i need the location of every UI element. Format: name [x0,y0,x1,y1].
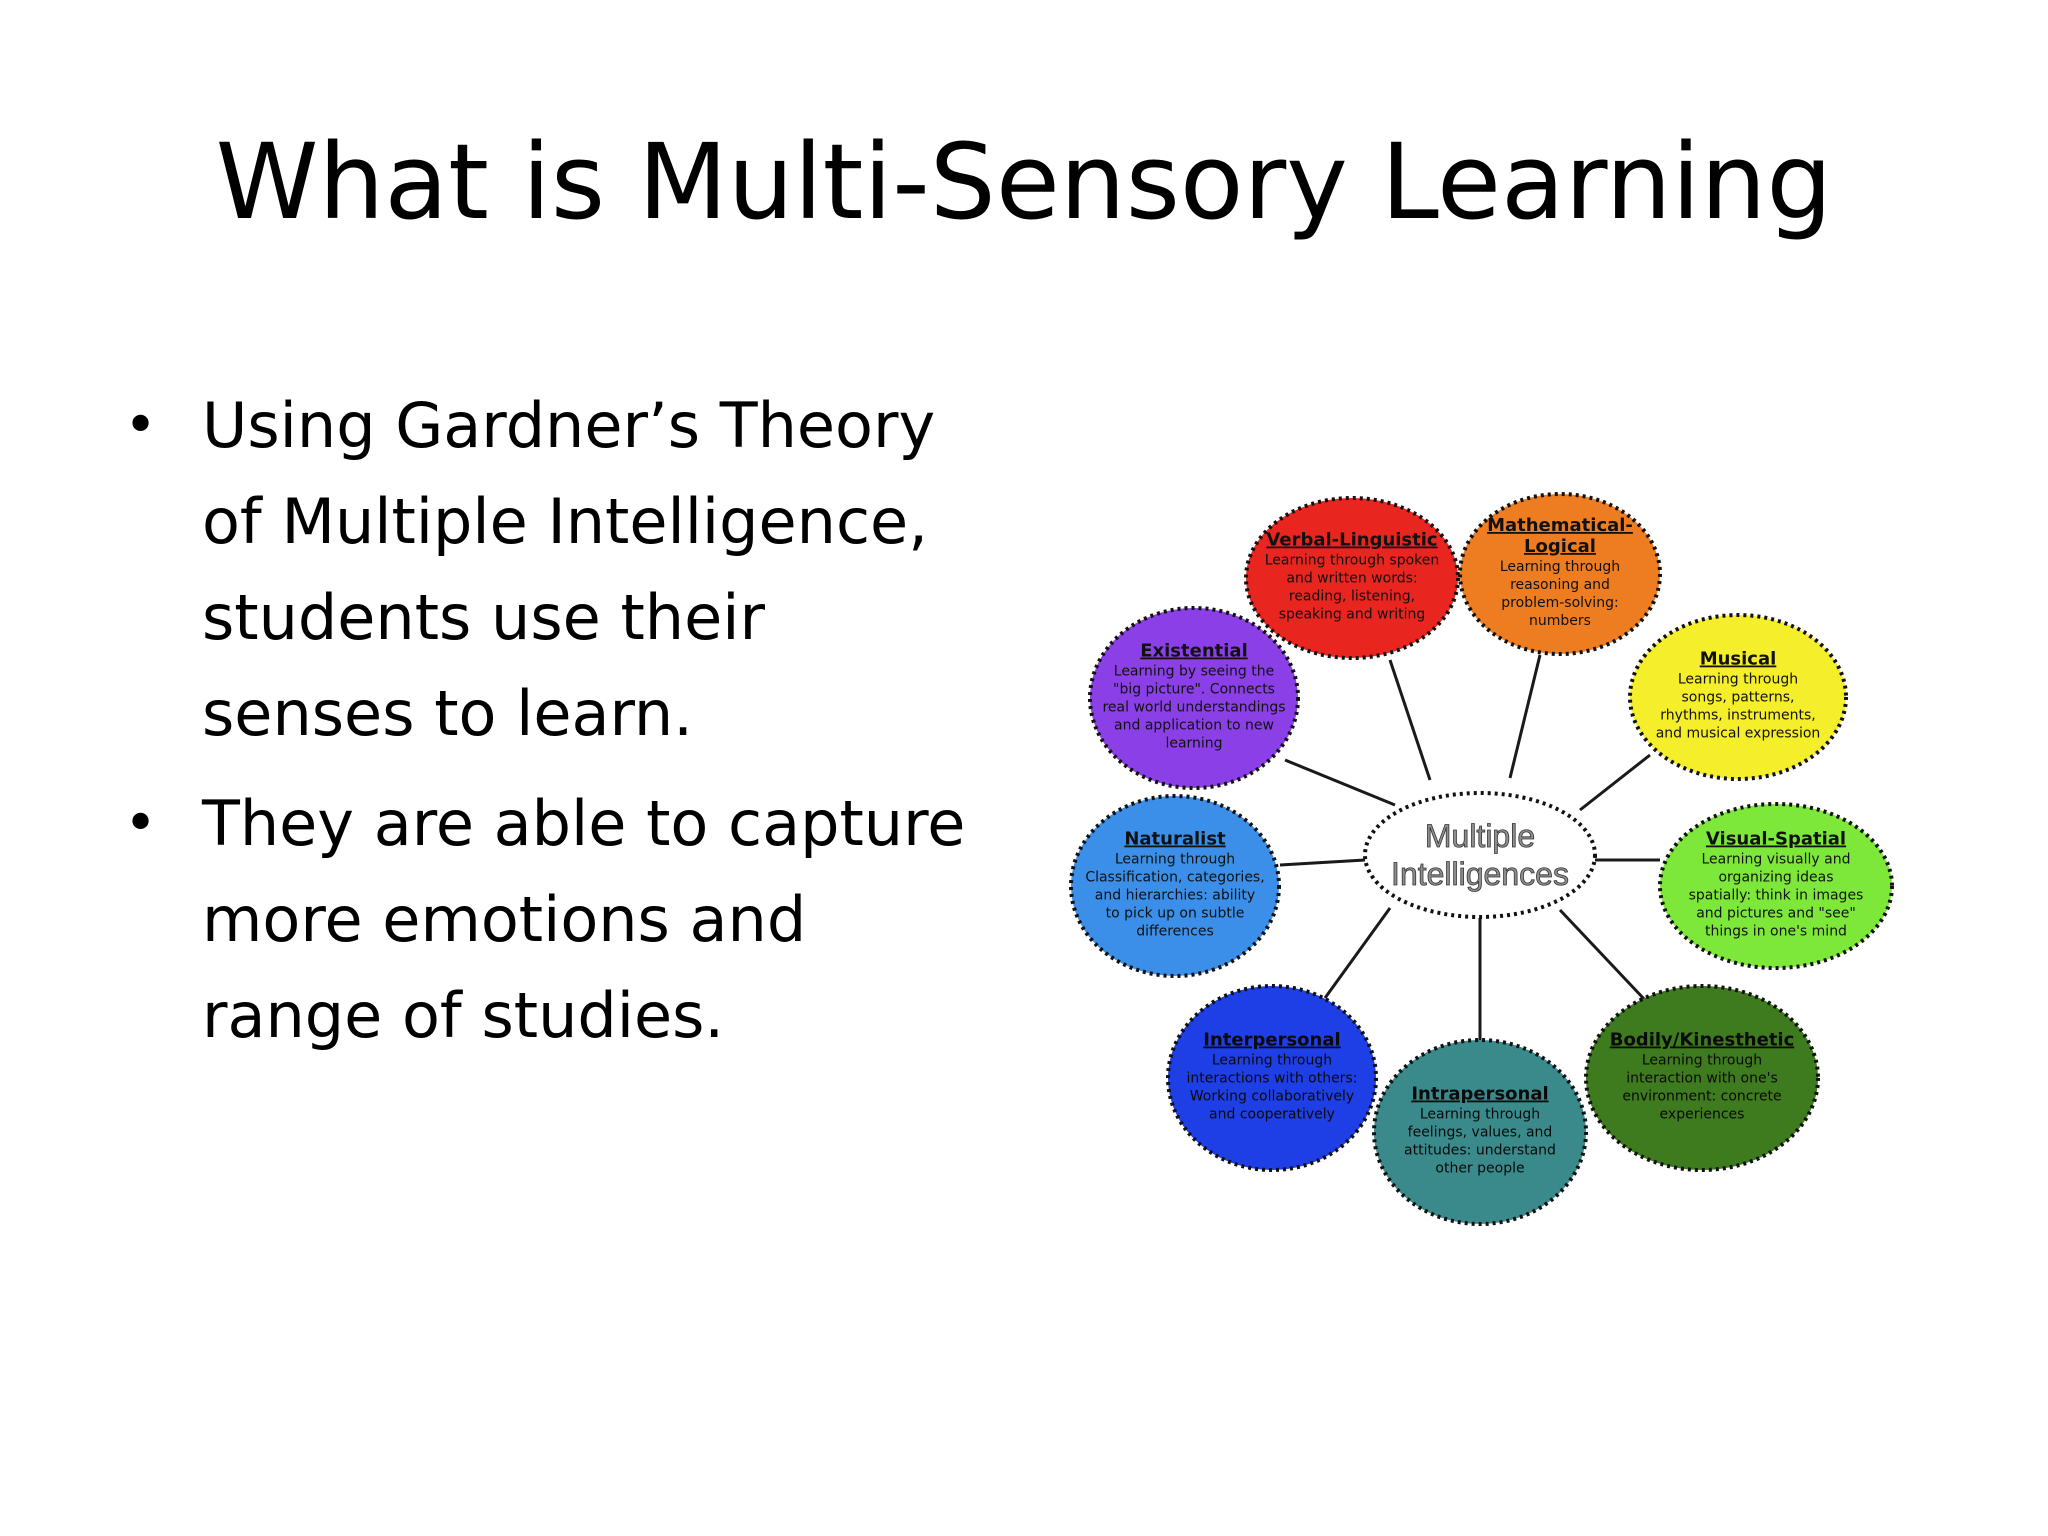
node-description: differences [1136,924,1214,940]
node-description: feelings, values, and [1408,1125,1553,1141]
node-title: Mathematical- [1487,515,1633,536]
center-bubble [1363,791,1597,919]
node-description: spatially: think in images [1689,888,1864,904]
node-description: and pictures and "see" [1696,906,1856,922]
node-description: learning [1165,736,1222,752]
bullet-line: Using Gardner’s Theory [202,389,936,462]
node-description: and hierarchies: ability [1095,888,1255,904]
node-title: Naturalist [1124,829,1226,850]
bullet-dot-icon: • [124,393,158,458]
connector-line [1279,858,1366,867]
bullet-dot-icon: • [124,791,158,856]
node-title: Logical [1524,536,1596,557]
connector-line [1558,908,1647,1002]
node-bubble [1458,492,1662,656]
connector-line [1323,907,1392,999]
node-description: Learning by seeing the [1114,664,1274,680]
node-description: Learning through [1678,672,1798,688]
node-description: Learning through [1642,1053,1762,1069]
bullet-item: • They are able to capture more emotions… [118,776,1018,1064]
node-description: and musical expression [1656,726,1821,742]
node-description: things in one's mind [1705,924,1847,940]
node-title: Bodily/Kinesthetic [1610,1030,1795,1051]
bullet-line: of Multiple Intelligence, [202,485,928,558]
node-description: speaking and writing [1279,607,1426,623]
node-title: Visual-Spatial [1706,829,1846,850]
node-description: Working collaboratively [1190,1089,1354,1105]
bullet-line: range of studies. [202,979,725,1052]
center-label: Multiple [1425,818,1535,854]
bullet-line: more emotions and [202,883,807,956]
node-bubble [1628,613,1848,781]
node-description: rhythms, instruments, [1660,708,1815,724]
node-description: environment: concrete [1622,1089,1781,1105]
bullet-line: They are able to capture [202,787,966,860]
node-description: songs, patterns, [1682,690,1795,706]
node-description: Learning through [1115,852,1235,868]
connector-line [1579,753,1651,812]
node-description: Learning through spoken [1265,553,1440,569]
bullet-line: senses to learn. [202,677,693,750]
bullet-list: • Using Gardner’s Theory of Multiple Int… [118,378,1018,1078]
node-bubble [1088,606,1300,790]
node-description: attitudes: understand [1404,1143,1556,1159]
connector-line [1508,654,1542,779]
node-description: experiences [1660,1107,1745,1123]
node-bubble [1069,794,1281,978]
slide-title: What is Multi-Sensory Learning [215,121,1833,243]
node-description: problem-solving: [1501,595,1618,611]
node-description: real world understandings [1102,700,1285,716]
node-description: Learning through [1212,1053,1332,1069]
node-description: to pick up on subtle [1106,906,1245,922]
node-description: organizing ideas [1718,870,1833,886]
node-description: Classification, categories, [1085,870,1264,886]
node-description: interactions with others: [1187,1071,1358,1087]
node-description: Learning through [1500,559,1620,575]
node-title: Interpersonal [1203,1030,1340,1051]
node-title: Intrapersonal [1411,1084,1548,1105]
node-title: Musical [1700,649,1777,670]
connector-line [1388,659,1432,781]
node-description: and written words: [1286,571,1417,587]
node-title: Verbal-Linguistic [1266,530,1437,551]
center-label: Intelligences [1391,856,1569,892]
node-bubble [1244,496,1460,660]
node-description: interaction with one's [1626,1071,1778,1087]
bullet-line: students use their [202,581,765,654]
node-bubble [1584,984,1820,1172]
node-description: reading, listening, [1289,589,1415,605]
node-title: Existential [1140,641,1248,662]
bullet-item: • Using Gardner’s Theory of Multiple Int… [118,378,1018,762]
node-description: reasoning and [1510,577,1610,593]
node-description: numbers [1529,613,1591,629]
node-description: Learning through [1420,1107,1540,1123]
connector-line [1284,758,1396,807]
node-description: "big picture". Connects [1113,682,1275,698]
node-description: other people [1435,1161,1524,1177]
node-bubble [1166,984,1378,1172]
node-bubble [1658,802,1894,970]
node-description: and application to new [1114,718,1274,734]
node-bubble [1372,1038,1588,1226]
node-description: Learning visually and [1701,852,1850,868]
node-description: and cooperatively [1209,1107,1335,1123]
